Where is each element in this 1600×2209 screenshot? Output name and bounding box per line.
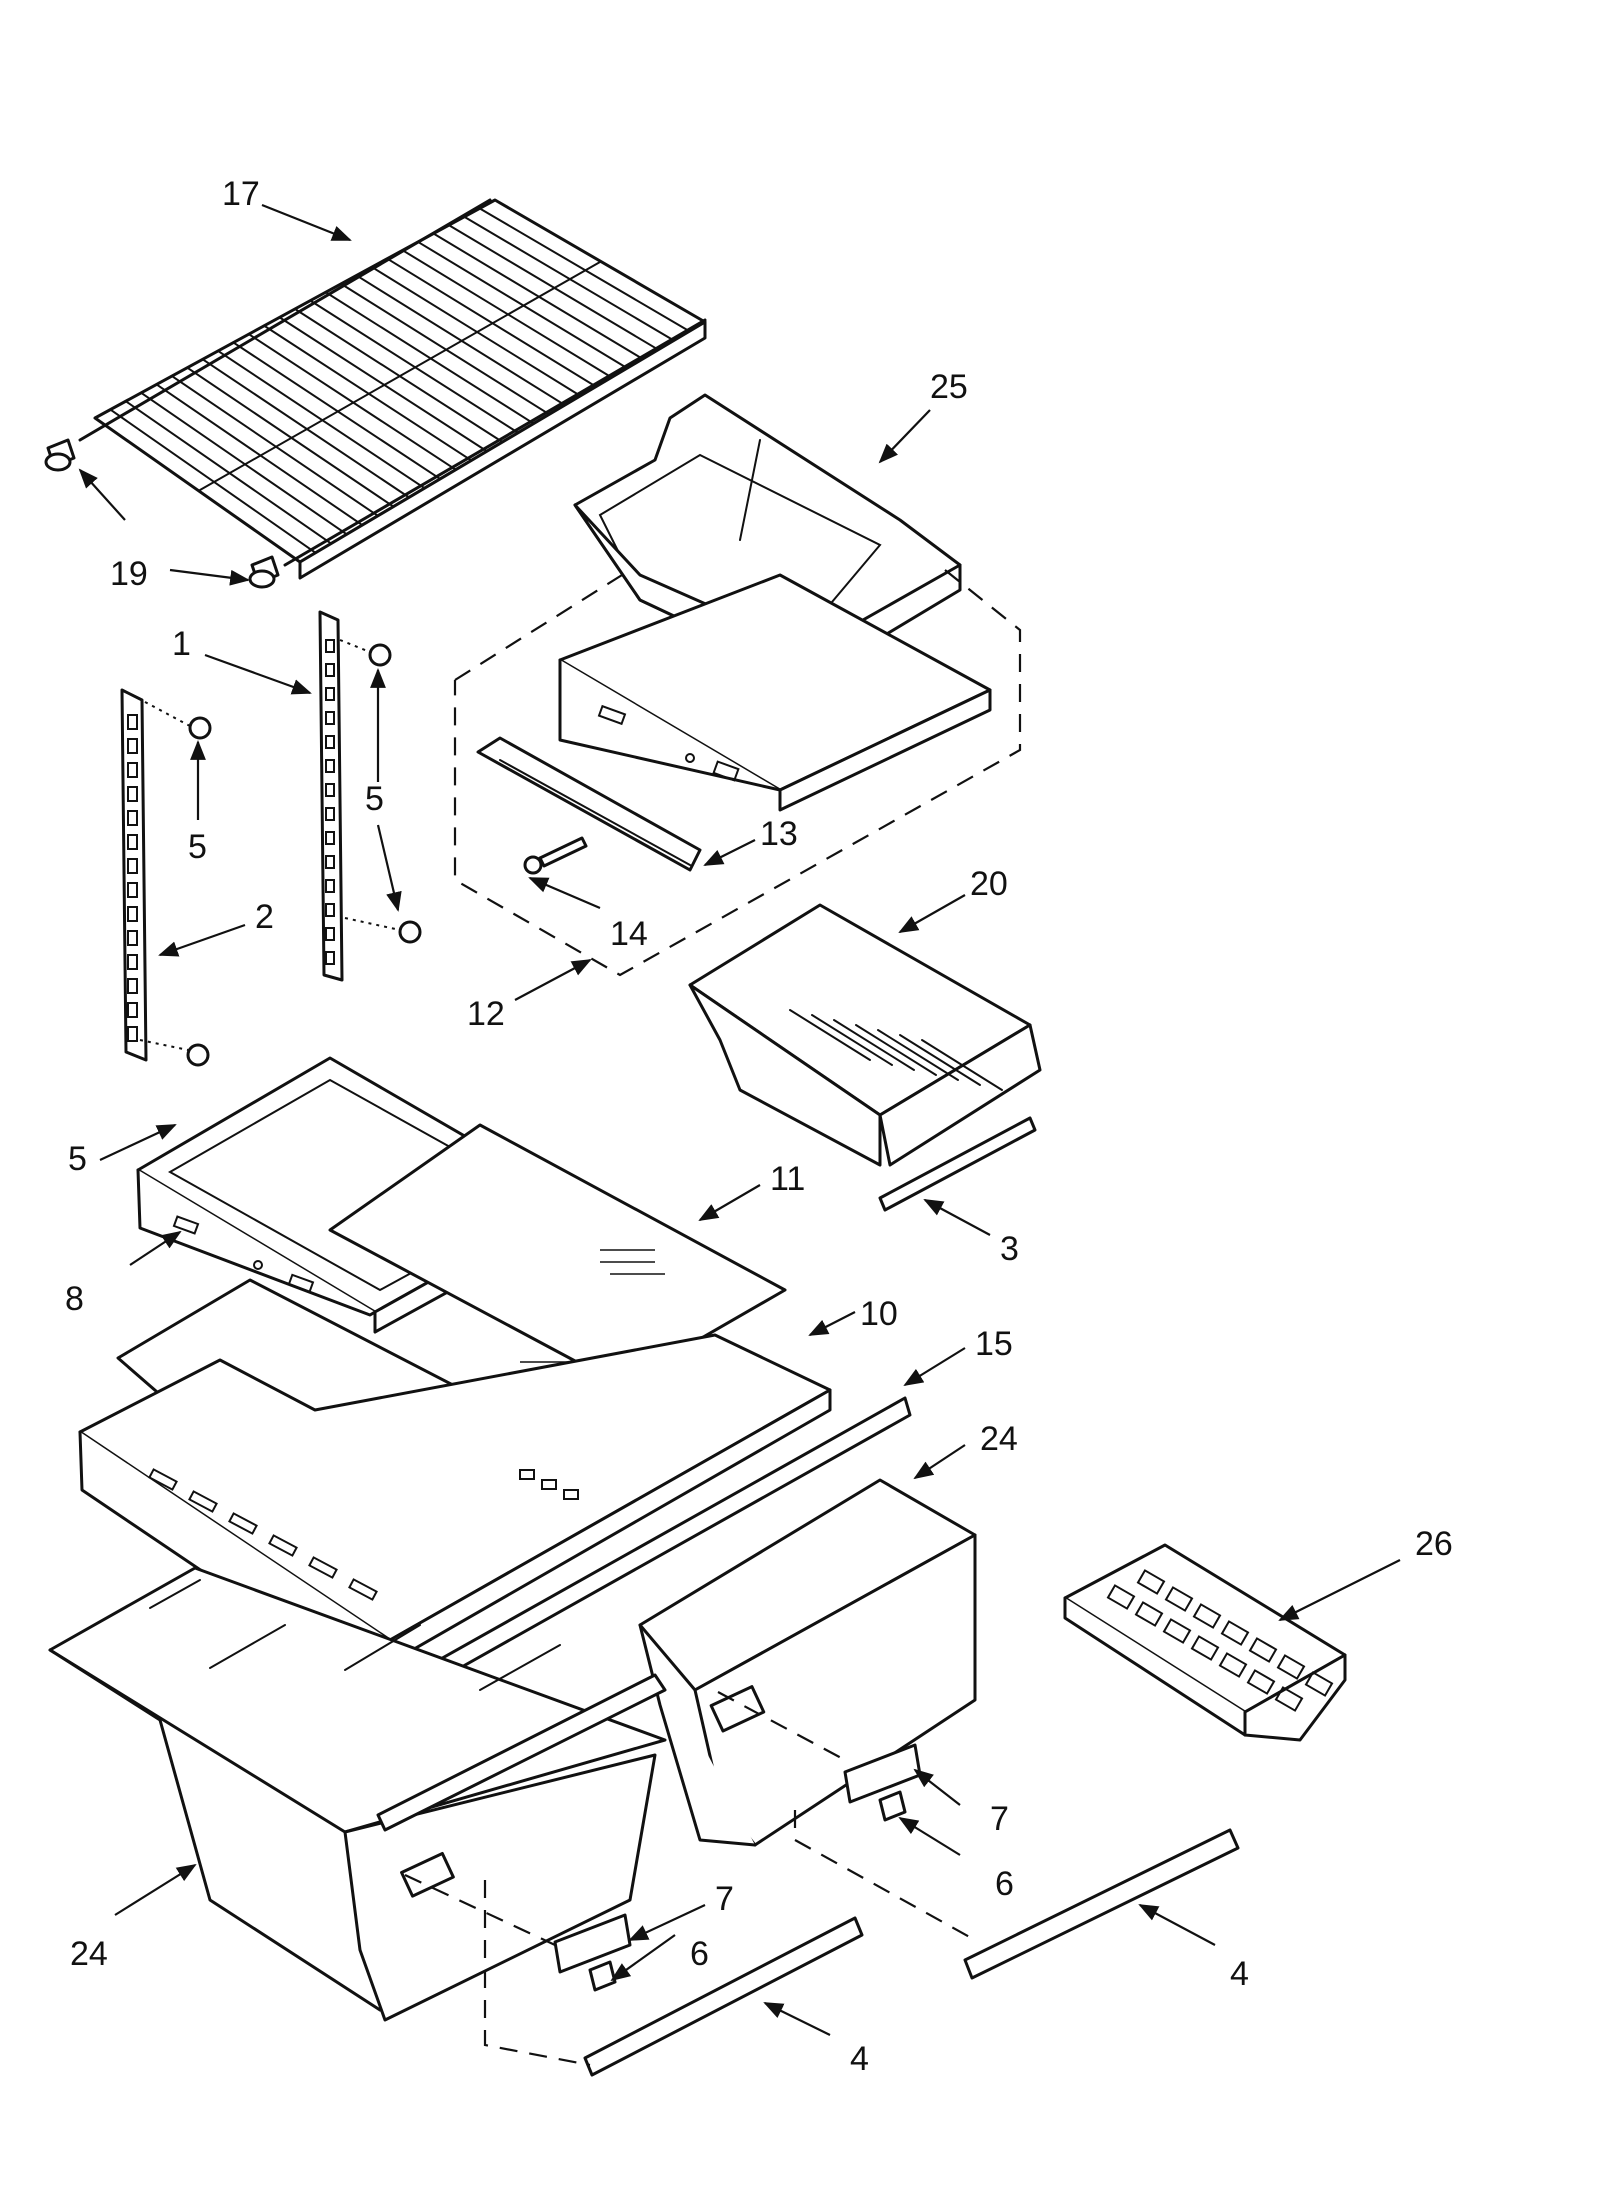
callout-12: 12 bbox=[467, 995, 505, 1033]
callout-10: 10 bbox=[860, 1295, 898, 1333]
ice-tray-part-26 bbox=[1063, 1543, 1347, 1742]
callout-19: 19 bbox=[110, 555, 148, 593]
callout-24-right: 24 bbox=[980, 1420, 1018, 1458]
callout-7-right: 7 bbox=[990, 1800, 1009, 1838]
cover-assembly-part-12 bbox=[453, 569, 1022, 977]
crisper-drawer-left-part-24 bbox=[48, 1566, 667, 2022]
screw-part-14 bbox=[523, 836, 588, 875]
callout-labels: 17 25 19 1 5 5 13 2 14 20 12 5 11 3 8 10… bbox=[65, 175, 1453, 2078]
callout-20: 20 bbox=[970, 865, 1008, 903]
callout-4-left: 4 bbox=[850, 2040, 869, 2078]
callout-11: 11 bbox=[770, 1160, 805, 1198]
shelf-ladder-part-2 bbox=[120, 688, 148, 1062]
callout-5-lower: 5 bbox=[68, 1140, 87, 1178]
callout-7-left: 7 bbox=[715, 1880, 734, 1918]
callout-14: 14 bbox=[610, 915, 648, 953]
callout-5-upper-left: 5 bbox=[188, 828, 207, 866]
alignment-guides bbox=[404, 1691, 976, 2067]
clips-part-7 bbox=[553, 1743, 922, 1974]
callout-25: 25 bbox=[930, 368, 968, 406]
callout-8: 8 bbox=[65, 1280, 84, 1318]
callout-4-right: 4 bbox=[1230, 1955, 1249, 1993]
small-drawer-part-20 bbox=[688, 903, 1042, 1167]
callout-13: 13 bbox=[760, 815, 798, 853]
shelf-end-caps-part-19 bbox=[44, 438, 280, 589]
callout-5-upper-right: 5 bbox=[365, 780, 384, 818]
callout-6-right: 6 bbox=[995, 1865, 1014, 1903]
callout-1: 1 bbox=[172, 625, 191, 663]
clips-part-6 bbox=[588, 1790, 907, 1992]
callout-6-left: 6 bbox=[690, 1935, 709, 1973]
wire-shelf-part-17 bbox=[78, 198, 707, 580]
cover-rail-part-13 bbox=[476, 736, 702, 872]
screws-part-5 bbox=[139, 639, 422, 1067]
callout-3: 3 bbox=[1000, 1230, 1019, 1268]
callout-26: 26 bbox=[1415, 1525, 1453, 1563]
leader-arrows bbox=[78, 203, 1401, 2036]
drawer-trim-part-3 bbox=[878, 1116, 1037, 1212]
shelf-ladder-part-1 bbox=[318, 610, 344, 982]
callout-17: 17 bbox=[222, 175, 260, 213]
callout-24-left: 24 bbox=[70, 1935, 108, 1973]
callout-15: 15 bbox=[975, 1325, 1013, 1363]
drawer-trim-part-4 bbox=[583, 1828, 1240, 2077]
crisper-drawer-right-part-24 bbox=[638, 1478, 977, 1847]
callout-2: 2 bbox=[255, 898, 274, 936]
